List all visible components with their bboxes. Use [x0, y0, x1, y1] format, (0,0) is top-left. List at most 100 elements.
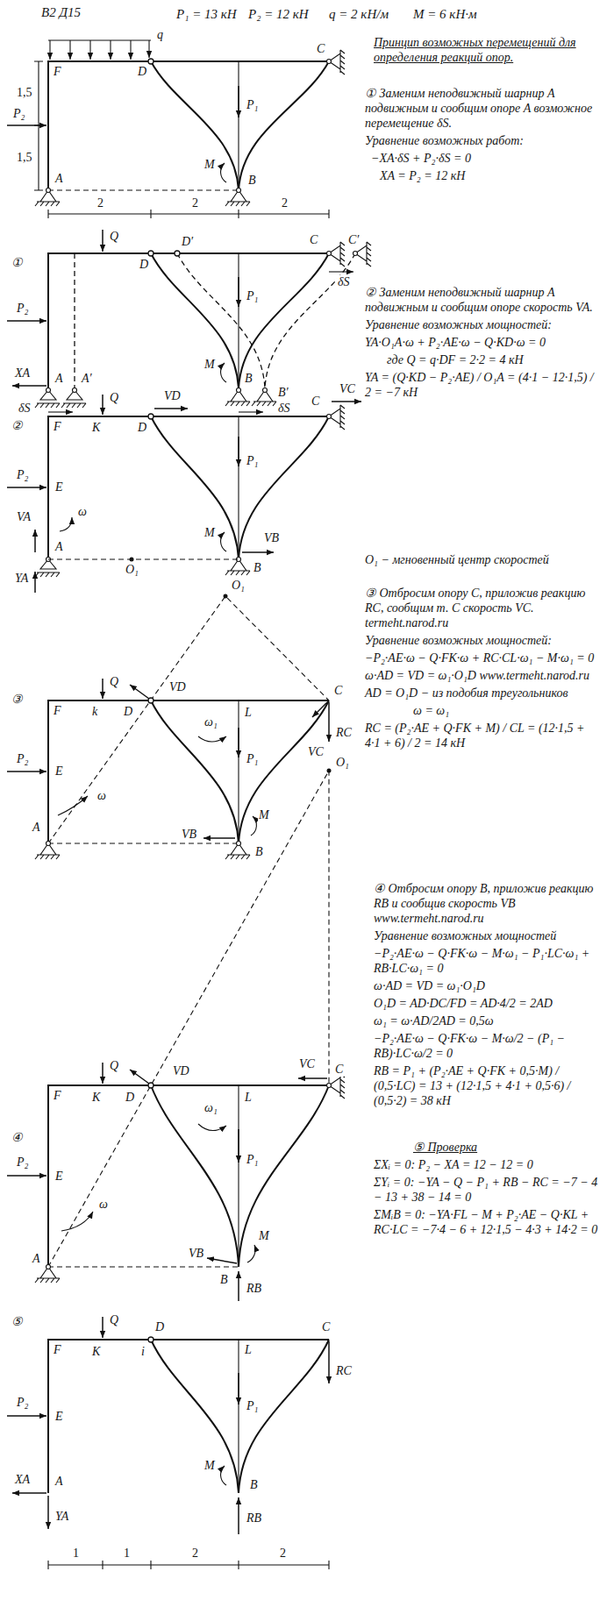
- point-label: O₁: [335, 756, 350, 771]
- point-label: VB: [187, 1247, 205, 1262]
- section-heading: ⑤ Проверка: [412, 1140, 590, 1156]
- check-scheme: [237, 1373, 240, 1406]
- point-label: δS: [336, 275, 351, 290]
- check-scheme: [221, 1466, 227, 1486]
- point-label: P₂: [12, 107, 26, 122]
- point-label: VB: [263, 531, 280, 546]
- point-label: P₁: [245, 1153, 259, 1168]
- scheme-step-4: [148, 1083, 154, 1089]
- solution-note: YA = (Q·KD − P₂·AE) / O₁A = (4·1 − 12·1,…: [364, 370, 603, 400]
- dimension-value: 1,5: [15, 150, 34, 165]
- scheme-step-2: [154, 407, 188, 410]
- point-label: E: [54, 764, 65, 779]
- point-label: C: [333, 684, 343, 699]
- scheme-step-1: [48, 411, 73, 413]
- given-frame: [7, 124, 47, 127]
- point-label: C: [310, 394, 321, 409]
- point-label: B: [249, 1478, 259, 1493]
- scheme-step-1: [221, 363, 227, 383]
- point-label: M: [257, 808, 271, 823]
- check-scheme: [7, 1317, 329, 1571]
- point-label: RC: [335, 726, 353, 741]
- point-label: K: [91, 1345, 101, 1360]
- scheme-step-2: [48, 558, 239, 560]
- scheme-step-2: [59, 517, 72, 532]
- scheme-step-4: [247, 1245, 256, 1264]
- scheme-step-4: [298, 1078, 328, 1080]
- point-label: L: [243, 1091, 253, 1106]
- scheme-step-4: [48, 1085, 329, 1268]
- point-label: P₁: [245, 1399, 259, 1414]
- point-label: B: [252, 561, 263, 576]
- dimension-value: 2: [280, 196, 289, 211]
- given-frame: [148, 40, 150, 58]
- point-label: M: [203, 157, 216, 172]
- point-label: VA: [15, 510, 32, 525]
- point-label: RB: [245, 1512, 263, 1527]
- point-label: P₂: [15, 1396, 29, 1411]
- point-label: F: [52, 704, 63, 719]
- scheme-step-2: [221, 532, 227, 552]
- scheme-step-1: [237, 277, 240, 307]
- scheme-step-1: [73, 253, 75, 391]
- scheme-step-4: [237, 1129, 240, 1164]
- given-frame: [48, 209, 329, 219]
- scheme-step-3: [129, 685, 150, 700]
- solution-note: O₁ − мгновенный центр скоростей: [364, 552, 603, 568]
- point-label: δS: [277, 401, 292, 416]
- point-label: C: [334, 1063, 344, 1078]
- point-label: P₂: [15, 301, 29, 316]
- scheme-step-2: [237, 436, 240, 467]
- solution-note: ω₁ = ω·AD/2AD = 0,5ω: [372, 1013, 605, 1029]
- point-label: δS: [17, 401, 32, 416]
- scheme-step-3: [198, 736, 227, 743]
- point-label: D: [154, 1320, 165, 1336]
- scheme-step-2: [101, 394, 104, 415]
- solution-note: ③ Отбросим опору C, приложив реакцию RC,…: [364, 585, 603, 631]
- point-label: VD: [163, 389, 182, 404]
- scheme-step-3: [328, 702, 330, 743]
- point-label: VC: [298, 1057, 316, 1072]
- point-label: i: [140, 1345, 146, 1360]
- solution-note: O₁D = AD·DC/FD = AD·4/2 = 2AD: [372, 996, 605, 1012]
- scheme-step-1: [12, 385, 47, 387]
- point-label: YA: [54, 1510, 70, 1525]
- point-label: ω₁: [203, 1101, 219, 1116]
- dimension-value: 2: [278, 1547, 287, 1562]
- given-frame: [69, 40, 71, 60]
- point-label: K: [91, 421, 101, 436]
- scheme-step-3: [225, 842, 250, 861]
- given-frame: [148, 58, 154, 65]
- given-value: В2 Д15: [40, 5, 82, 21]
- solution-note: Уравнение возможных мощностей:: [364, 317, 603, 333]
- given-frame: [225, 188, 250, 208]
- point-label: Q: [108, 1059, 120, 1074]
- check-scheme: [237, 1498, 240, 1535]
- scheme-step-1: [177, 253, 356, 389]
- scheme-step-4: [101, 1063, 104, 1085]
- solution-note: ΣMᵢB = 0: −YA·FL − M + P₂·AE − Q·KL + RC…: [372, 1207, 605, 1238]
- scheme-step-4: [207, 1258, 237, 1264]
- point-label: Q: [108, 675, 120, 690]
- point-label: Q: [108, 229, 120, 244]
- dimension-value: 2: [191, 196, 200, 211]
- point-label: O₁: [124, 563, 140, 578]
- dimension-value: 2: [191, 1547, 200, 1562]
- solution-note: ΣXᵢ = 0: P₂ − XA = 12 − 12 = 0: [372, 1157, 605, 1173]
- point-label: D: [136, 421, 148, 436]
- scheme-step-1: [327, 242, 346, 267]
- point-label: P₁: [245, 454, 259, 469]
- point-label: ④: [10, 1131, 24, 1146]
- solution-note: −P₂·AE·ω − Q·FK·ω − M·ω/2 − (P₁ − RB)·LC…: [372, 1031, 605, 1062]
- scheme-step-1: [174, 250, 180, 257]
- given-frame: [35, 188, 60, 208]
- solution-note: где Q = q·DF = 2·2 = 4 кН: [385, 352, 603, 368]
- point-label: ①: [10, 256, 24, 271]
- scheme-step-2: [327, 405, 346, 430]
- point-label: P₂: [15, 752, 29, 767]
- point-label: M: [257, 1229, 271, 1244]
- check-scheme: [7, 1415, 47, 1418]
- solution-note: −P₂·AE·ω − Q·FK·ω + RC·CL·ω₁ − M·ω₁ = 0: [364, 650, 603, 666]
- solution-note: Уравнение возможных мощностей: [372, 928, 605, 944]
